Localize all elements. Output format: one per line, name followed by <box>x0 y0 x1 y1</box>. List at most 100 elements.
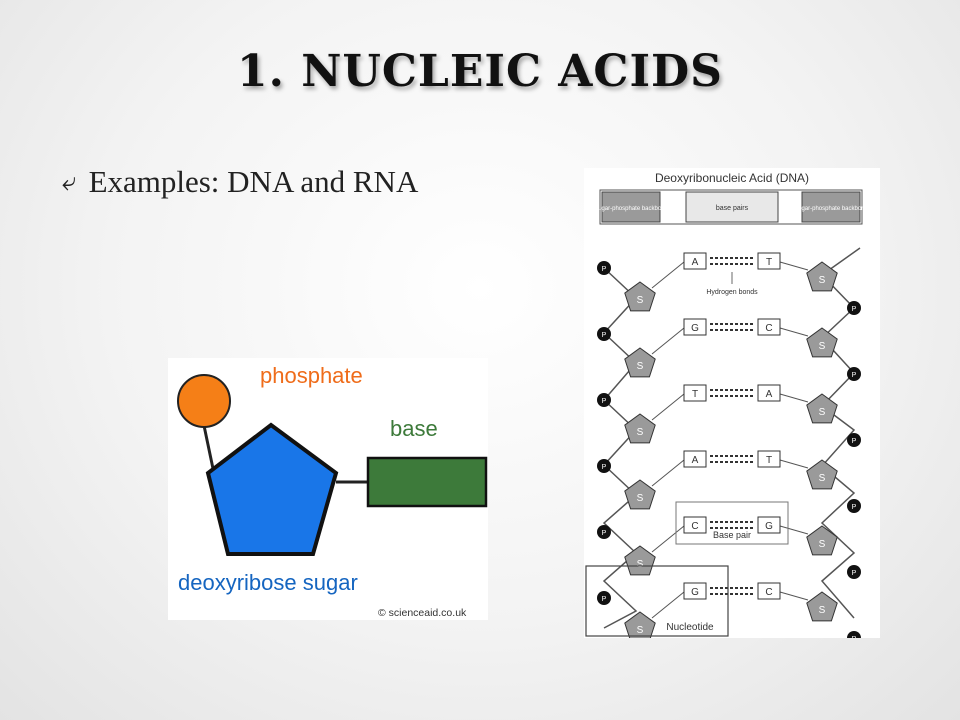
phosphate-circle-left <box>597 327 611 341</box>
bullet-text: Examples: DNA and RNA <box>88 164 419 199</box>
base-box-right <box>757 582 781 600</box>
phosphate-circle-left <box>597 393 611 407</box>
base-letter-left: A <box>692 257 699 268</box>
nucleotide-diagram: phosphate base deoxyribose sugar © scien… <box>168 358 488 620</box>
base-box-right <box>757 516 781 534</box>
base-letter-left: G <box>691 587 699 598</box>
phosphate-circle-left <box>597 261 611 275</box>
sugar-letter: S <box>637 559 644 570</box>
sugar-pentagon-right <box>806 459 838 490</box>
phosphate-letter: P <box>602 464 607 471</box>
sugar-letter: S <box>637 427 644 438</box>
base-box-left <box>683 384 707 402</box>
bond-line <box>651 459 685 487</box>
sugar-pentagon-left <box>624 281 656 312</box>
base-letter-right: C <box>765 323 772 334</box>
phosphate-circle-right <box>847 499 861 513</box>
slide-title: 1. NUCLEIC ACIDS <box>237 46 723 97</box>
phosphate-label: phosphate <box>260 363 363 388</box>
sugar-letter: S <box>637 625 644 636</box>
bullet-item: ⤶ Examples: DNA and RNA <box>62 164 418 200</box>
phosphate-circle-left <box>597 459 611 473</box>
base-box-left <box>683 516 707 534</box>
sugar-letter: S <box>819 473 826 484</box>
sugar-letter: S <box>637 493 644 504</box>
nucleotide-box <box>585 565 729 637</box>
base-letter-right: G <box>765 521 773 532</box>
base-box-right <box>757 384 781 402</box>
bond-line <box>779 261 809 271</box>
sugar-letter: S <box>819 605 826 616</box>
base-letter-left: T <box>692 389 698 400</box>
bond-line <box>651 591 685 619</box>
bond-line <box>651 525 685 553</box>
phosphate-letter: P <box>852 504 857 511</box>
base-letter-right: T <box>766 257 772 268</box>
base-pair-rows: PPSSATPPSSGCPPSSTAPPSSATPPSSCGPPSSGC <box>597 252 861 645</box>
base-letter-right: A <box>766 389 773 400</box>
phosphate-letter: P <box>602 596 607 603</box>
base-box-right <box>757 252 781 270</box>
curved-arrow-icon: ⤶ <box>62 166 77 197</box>
base-box-left <box>683 450 707 468</box>
bond-line <box>779 525 809 535</box>
phosphate-letter: P <box>852 438 857 445</box>
header-middle-label: base pairs <box>716 205 749 212</box>
phosphate-circle-left <box>597 525 611 539</box>
hydrogen-label: Hydrogen bonds <box>706 289 758 296</box>
sugar-pentagon-right <box>806 591 838 622</box>
base-box-left <box>683 582 707 600</box>
phosphate-letter: P <box>602 398 607 405</box>
base-letter-left: G <box>691 323 699 334</box>
base-box-left <box>683 252 707 270</box>
base-box-left <box>683 318 707 336</box>
phosphate-circle <box>177 374 231 428</box>
base-rectangle <box>366 456 488 508</box>
sugar-letter: S <box>819 407 826 418</box>
header-right-label: Sugar-phosphate backbone <box>794 206 868 212</box>
phosphate-circle-right <box>847 433 861 447</box>
bond-line <box>651 261 685 289</box>
phosphate-circle-right <box>847 565 861 579</box>
sugar-letter: S <box>637 361 644 372</box>
sugar-pentagon-left <box>624 479 656 510</box>
base-label: base <box>390 416 438 441</box>
header-left-label: Sugar-phosphate backbone <box>594 206 668 212</box>
phosphate-circle-right <box>847 367 861 381</box>
base-letter-left: A <box>692 455 699 466</box>
bond-line <box>651 393 685 421</box>
sugar-pentagon-right <box>806 525 838 556</box>
bond-line <box>779 393 809 403</box>
dna-diagram: Deoxyribonucleic Acid (DNA) Sugar-phosph… <box>584 168 880 645</box>
credit-text: © scienceaid.co.uk <box>378 607 467 619</box>
base-pair-label: Base pair <box>713 530 751 540</box>
phosphate-circle-left <box>597 591 611 605</box>
bond-line <box>779 459 809 469</box>
phosphate-letter: P <box>602 530 607 537</box>
dna-title: Deoxyribonucleic Acid (DNA) <box>655 171 809 185</box>
phosphate-circle-right <box>847 301 861 315</box>
sugar-letter: S <box>819 341 826 352</box>
base-letter-right: T <box>766 455 772 466</box>
phosphate-letter: P <box>602 332 607 339</box>
phosphate-letter: P <box>602 266 607 273</box>
sugar-pentagon-left <box>624 413 656 444</box>
base-letter-left: C <box>691 521 698 532</box>
base-letter-right: C <box>765 587 772 598</box>
sugar-pentagon-left <box>624 545 656 576</box>
sugar-pentagon-left <box>624 347 656 378</box>
base-box-right <box>757 318 781 336</box>
header-right-cell <box>801 191 861 223</box>
sugar-pentagon-right <box>806 327 838 358</box>
sugar-letter: S <box>637 295 644 306</box>
phosphate-letter: P <box>852 306 857 313</box>
nucleotide-label: Nucleotide <box>666 622 714 633</box>
phosphate-letter: P <box>852 372 857 379</box>
sugar-letter: S <box>819 539 826 550</box>
base-pair-box <box>675 501 789 545</box>
base-box-right <box>757 450 781 468</box>
phosphate-letter: P <box>852 636 857 638</box>
sugar-letter: S <box>819 275 826 286</box>
header-middle-cell <box>685 191 779 223</box>
sugar-pentagon <box>205 422 339 556</box>
